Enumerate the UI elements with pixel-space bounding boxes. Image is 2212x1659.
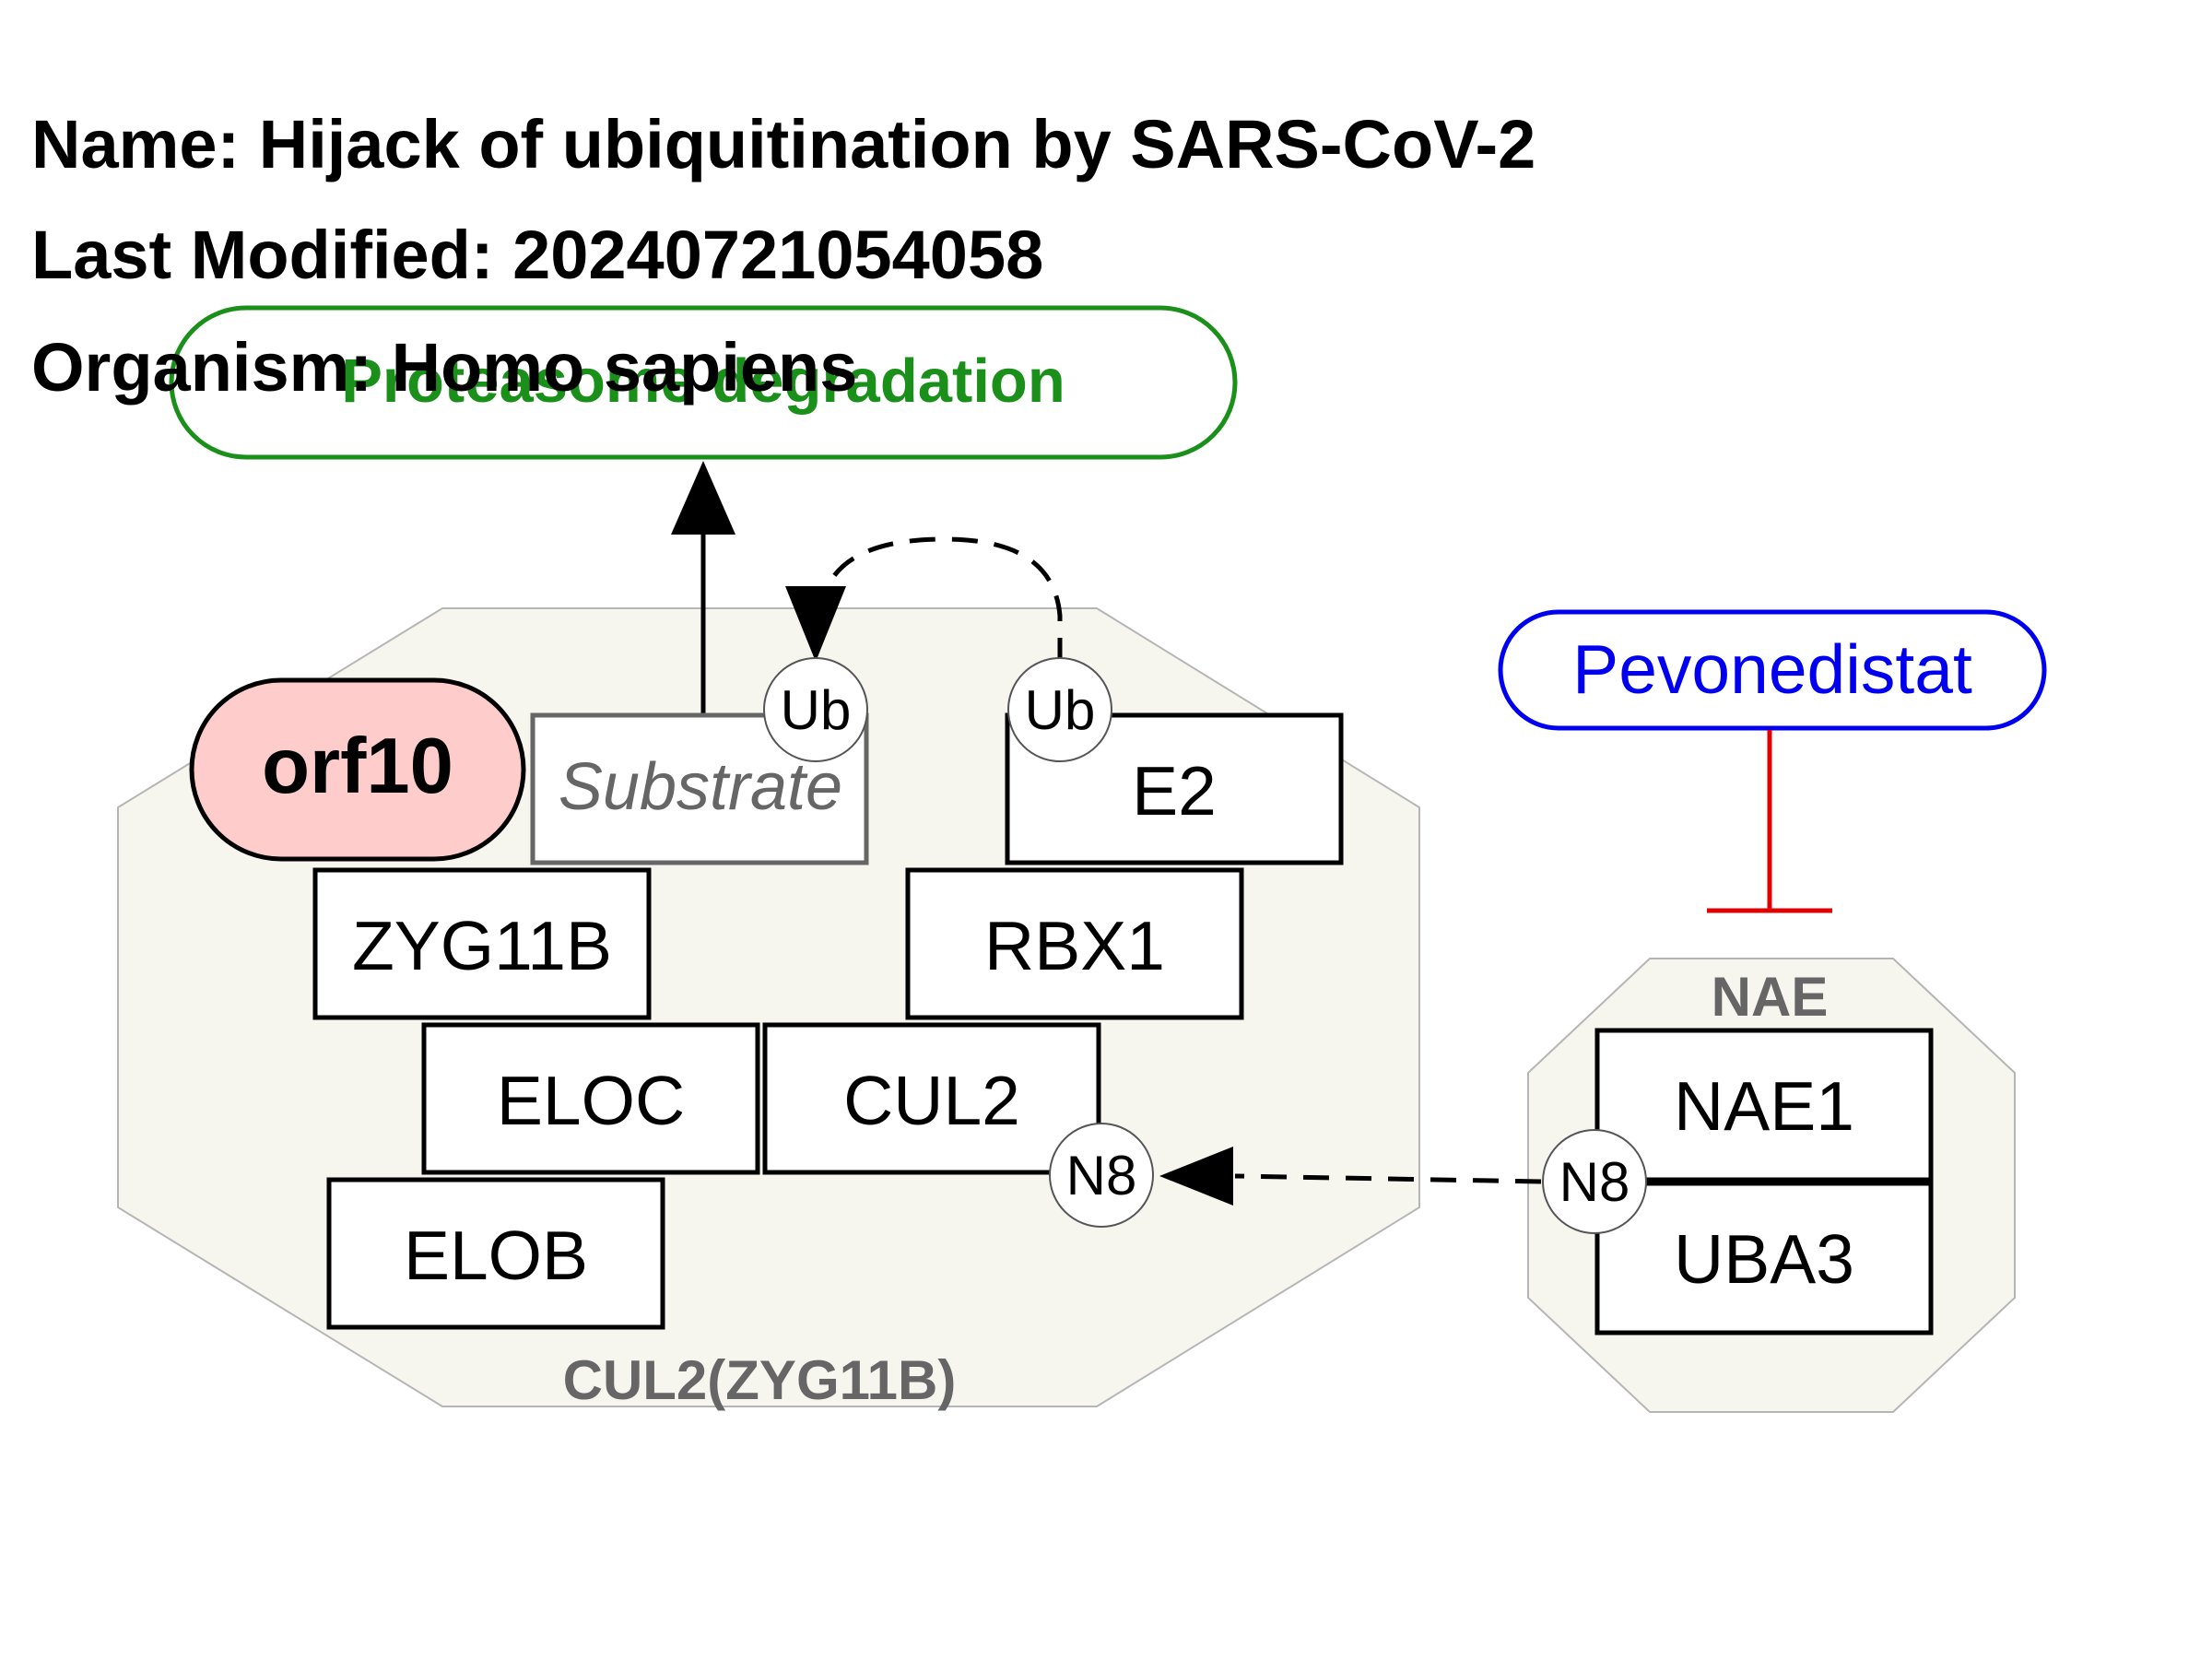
n8-nae-label: N8	[1559, 1151, 1630, 1213]
ub-transfer-edge	[818, 536, 1063, 664]
eloc-label: ELOC	[497, 1062, 685, 1139]
ub-transfer-arrowhead	[785, 586, 846, 662]
zyg11b-label: ZYG11B	[352, 907, 612, 984]
proteasome-degradation-node[interactable]	[169, 305, 1238, 460]
e2-label: E2	[1132, 752, 1217, 830]
substrate-to-proteasome-arrowhead	[671, 461, 735, 535]
ub-substrate-badge[interactable]: Ub	[763, 657, 868, 762]
orf10-node[interactable]	[189, 677, 526, 862]
nae1-label: NAE1	[1674, 1067, 1854, 1145]
ub-substrate-label: Ub	[781, 679, 852, 741]
ub-e2-badge[interactable]: Ub	[1007, 657, 1112, 762]
zyg11b-node[interactable]	[312, 867, 652, 1020]
rbx1-node[interactable]	[905, 867, 1244, 1020]
proteasome-degradation-label: Proteasome degradation	[341, 347, 1065, 416]
cul2-complex-label: CUL2(ZYG11B)	[563, 1349, 957, 1411]
substrate-label: Substrate	[559, 750, 842, 824]
elob-node[interactable]	[326, 1177, 665, 1330]
elob-label: ELOB	[404, 1217, 588, 1294]
n8-cul2-badge[interactable]: N8	[1049, 1123, 1154, 1228]
nae-complex-label: NAE	[1712, 966, 1829, 1028]
pevonedistat-label: Pevonedistat	[1572, 630, 1972, 708]
uba3-label: UBA3	[1674, 1220, 1854, 1298]
pathway-name: Name: Hijack of ubiquitination by SARS-C…	[31, 106, 1535, 182]
uba3-node[interactable]	[1594, 1181, 1934, 1335]
n8-nae-badge[interactable]: N8	[1542, 1129, 1647, 1234]
orf10-label: orf10	[262, 723, 453, 810]
pevonedistat-node[interactable]	[1498, 609, 2047, 731]
cul2-label: CUL2	[843, 1062, 1020, 1139]
last-modified: Last Modified: 20240721054058	[31, 217, 1043, 293]
cul2-node[interactable]	[762, 1022, 1101, 1175]
rbx1-label: RBX1	[984, 907, 1165, 984]
nae1-node[interactable]	[1594, 1028, 1934, 1182]
n8-cul2-label: N8	[1066, 1145, 1137, 1206]
neddylation-arrowhead	[1159, 1147, 1233, 1206]
neddylation-edge	[1234, 1173, 1542, 1184]
ub-e2-label: Ub	[1025, 679, 1096, 741]
organism: Organism: Homo sapiens	[31, 329, 857, 406]
eloc-node[interactable]	[421, 1022, 760, 1175]
